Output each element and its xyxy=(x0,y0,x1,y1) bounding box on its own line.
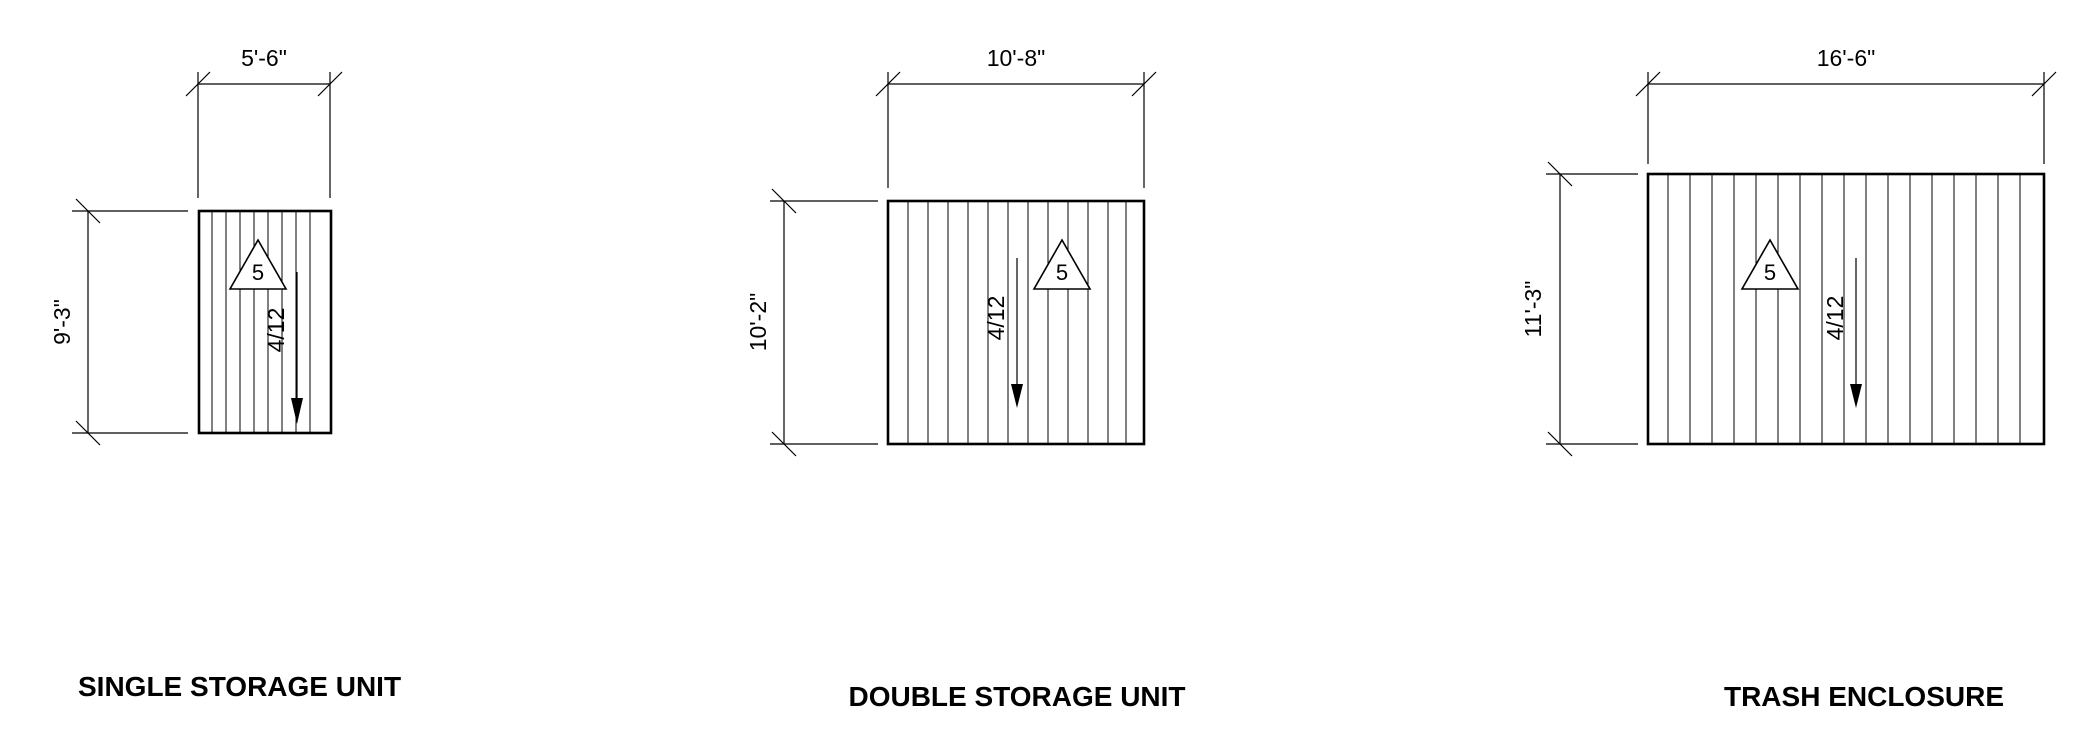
width-dimension: 5'-6" xyxy=(185,45,343,198)
roof-panel xyxy=(1646,172,2046,446)
double-storage-unit-drawing: 10'-8" 10'-2" 5 xyxy=(745,45,1186,712)
slope-label: 4/12 xyxy=(263,308,289,353)
width-dimension: 10'-8" xyxy=(875,45,1157,188)
unit-title: SINGLE STORAGE UNIT xyxy=(78,671,401,702)
slope-arrow: 4/12 xyxy=(263,272,303,424)
depth-dimension-label: 11'-3" xyxy=(1520,281,1546,338)
depth-dimension-label: 9'-3" xyxy=(49,299,75,345)
width-dimension: 16'-6" xyxy=(1635,45,2057,164)
unit-title: TRASH ENCLOSURE xyxy=(1724,681,2004,712)
roof-type-tag: 5 xyxy=(1740,238,1800,290)
width-dimension-label: 16'-6" xyxy=(1817,45,1876,71)
unit-title: DOUBLE STORAGE UNIT xyxy=(848,681,1185,712)
roof-type-tag-label: 5 xyxy=(1056,260,1068,285)
roof-panel xyxy=(197,209,333,435)
slope-label: 4/12 xyxy=(1822,296,1848,341)
width-dimension-label: 10'-8" xyxy=(987,45,1046,71)
slope-label: 4/12 xyxy=(983,296,1009,341)
depth-dimension: 10'-2" xyxy=(745,188,878,457)
depth-dimension-label: 10'-2" xyxy=(745,293,771,352)
trash-enclosure-drawing: 16'-6" 11'-3" xyxy=(1520,45,2057,712)
depth-dimension: 9'-3" xyxy=(49,198,188,446)
roof-panel xyxy=(886,199,1146,446)
roof-type-tag-label: 5 xyxy=(1764,260,1776,285)
roof-type-tag: 5 xyxy=(228,238,288,290)
roof-type-tag-label: 5 xyxy=(252,260,264,285)
depth-dimension: 11'-3" xyxy=(1520,161,1638,457)
roof-type-tag: 5 xyxy=(1032,238,1092,290)
slope-arrow: 4/12 xyxy=(1822,258,1862,408)
single-storage-unit-drawing: 5'-6" 9'-3" 5 4/12 xyxy=(49,45,401,702)
slope-arrow: 4/12 xyxy=(983,258,1023,408)
width-dimension-label: 5'-6" xyxy=(241,45,287,71)
